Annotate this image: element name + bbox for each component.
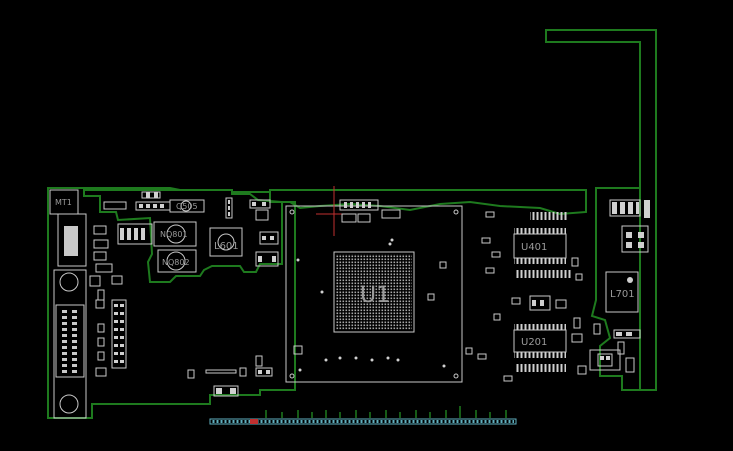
edge-connector	[209, 418, 517, 425]
board-outline-group	[47, 29, 657, 419]
u1-top-parts	[293, 199, 473, 355]
u1-bga-package	[285, 186, 463, 383]
u1-vias	[296, 202, 446, 372]
label-l701: L701	[610, 289, 635, 300]
label-u401: U401	[521, 242, 547, 253]
board-outline-center	[269, 189, 587, 216]
label-mt1: MT1	[55, 198, 72, 207]
left-connector-pins	[62, 226, 78, 373]
edge-traces	[265, 406, 507, 418]
left-small-pads	[114, 192, 276, 394]
left-connector	[49, 189, 87, 419]
label-nq802: NQ802	[162, 258, 190, 267]
board-outline-right-block	[590, 187, 641, 391]
left-circles	[166, 200, 235, 271]
right-small-parts	[477, 199, 649, 382]
label-u1: U1	[360, 283, 390, 308]
label-u201: U201	[521, 337, 547, 348]
right-ic-region	[513, 212, 572, 372]
label-q505: Q505	[176, 202, 198, 211]
label-l601: L601	[214, 241, 239, 252]
left-small-parts	[89, 191, 279, 397]
right-pads	[532, 200, 650, 360]
label-nq801: NQ801	[160, 230, 188, 239]
